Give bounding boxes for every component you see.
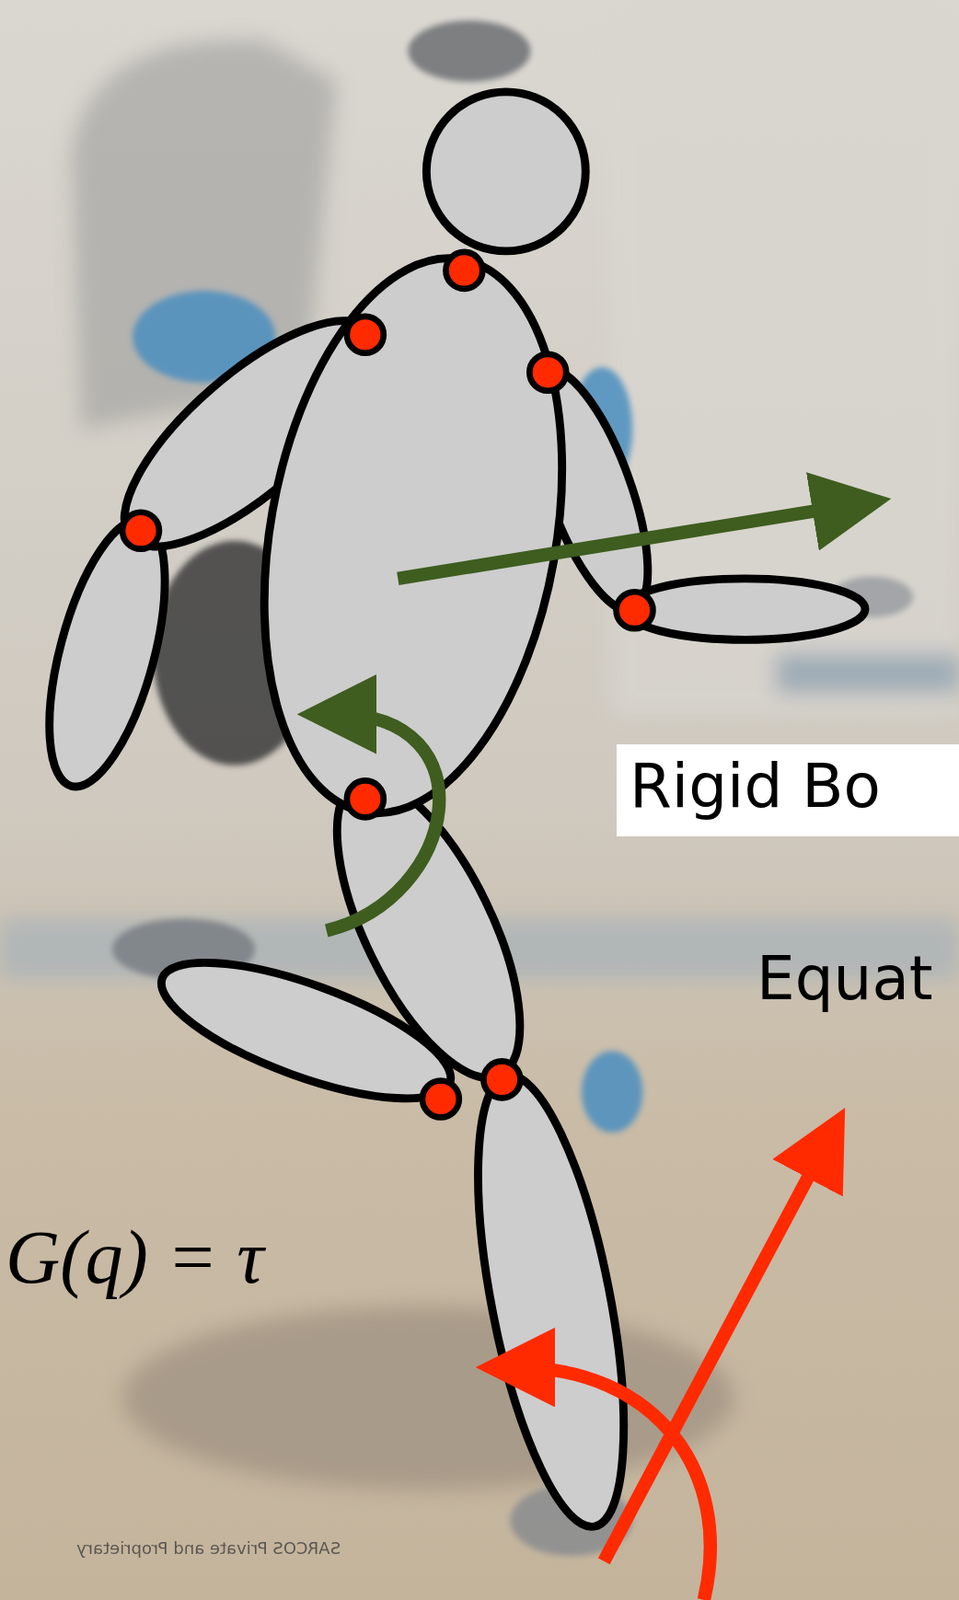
force-arrows [326,505,853,1600]
joint-dots [122,252,653,1118]
equation-heading: Equat [756,942,934,1016]
watermark: SARCOS Private and Proprietary [76,1538,341,1560]
box-text: Rigid Bo [629,744,959,830]
label-box: Rigid Bo [616,744,959,837]
equation-text: G(q) = τ [5,1213,265,1304]
